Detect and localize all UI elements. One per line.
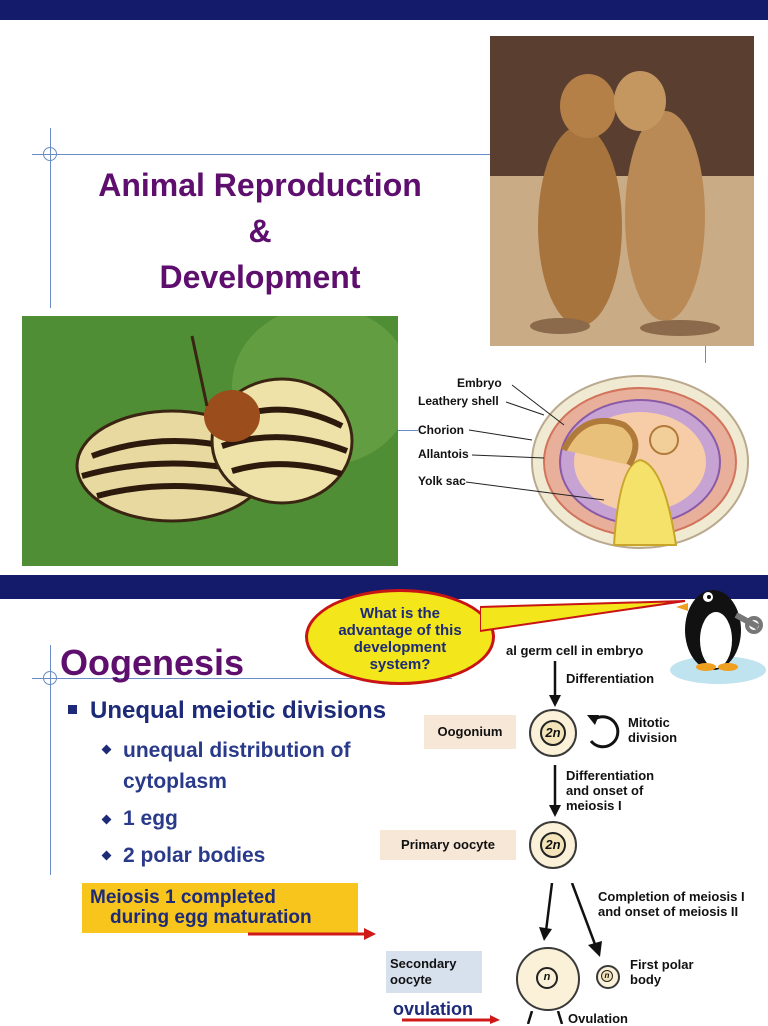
stage-primary-oocyte: Primary oocyte	[380, 830, 516, 860]
decor-horizontal-line	[32, 678, 452, 679]
flow-first-polar-body: First polar body	[630, 957, 694, 987]
circular-arrow-icon	[587, 715, 620, 749]
bullet-diamond-icon	[101, 814, 112, 825]
callout-tail	[480, 600, 686, 633]
title-line-2: &	[248, 213, 272, 249]
cell-nucleus: 2n	[540, 832, 566, 858]
down-arrow-icon	[549, 765, 561, 817]
ovulation-label: ovulation	[393, 999, 473, 1019]
bullet-diamond-icon	[101, 744, 112, 755]
label-embryo: Embryo	[457, 376, 502, 390]
sub-bullet-cytoplasm: unequal distribution of cytoplasm	[123, 739, 351, 793]
secondary-oocyte-cell: n	[516, 947, 580, 1011]
bullet-diamond-icon	[101, 850, 112, 861]
cell-nucleus: n	[601, 970, 613, 982]
decor-vertical-line	[50, 128, 51, 308]
diagonal-arrow-icon	[570, 883, 602, 957]
label-allantois: Allantois	[418, 447, 469, 461]
flow-top-text: al germ cell in embryo	[506, 643, 644, 658]
decor-horizontal-line-mid	[398, 430, 418, 431]
sub-bullet-one-egg: 1 egg	[123, 807, 178, 830]
sub-bullet-polar-bodies: 2 polar bodies	[123, 844, 266, 867]
flow-completion-meiosis: Completion of meiosis I and onset of mei…	[598, 889, 745, 919]
slide-2: Oogenesis Unequal meiotic divisions uneq…	[0, 575, 768, 1026]
down-arrow-icon	[539, 883, 554, 941]
flow-ovulation: Ovulation	[568, 1011, 628, 1026]
callout-text: What is the advantage of this developmen…	[338, 605, 462, 673]
speech-callout: What is the advantage of this developmen…	[305, 589, 495, 685]
slide-title: Oogenesis	[60, 642, 245, 683]
stage-secondary-oocyte: Secondary oocyte	[386, 951, 482, 993]
first-polar-body-cell: n	[596, 965, 620, 989]
slide-title: Animal Reproduction & Development	[40, 162, 480, 300]
oogonium-cell: 2n	[529, 709, 577, 757]
decor-vertical-line	[50, 645, 51, 875]
slide-1: Animal Reproduction & Development	[0, 0, 768, 566]
slide-header-rule	[0, 20, 768, 22]
red-arrow-icon	[248, 928, 376, 940]
cell-nucleus: n	[536, 967, 558, 989]
beetles-photo	[22, 316, 398, 566]
amniotic-egg-diagram: Embryo Leathery shell Chorion Allantois …	[414, 370, 754, 550]
flow-onset-meiosis: Differentiation and onset of meiosis I	[566, 768, 655, 813]
title-line-3: Development	[159, 259, 361, 295]
penguin-clipart-icon	[668, 575, 768, 690]
prairie-dogs-photo	[490, 36, 754, 346]
crosshair-icon	[43, 671, 57, 685]
bullet-unequal-divisions: Unequal meiotic divisions	[90, 697, 387, 724]
flow-differentiation: Differentiation	[566, 671, 655, 686]
slide-header-bar	[0, 0, 768, 20]
note-line-2: during egg maturation	[110, 907, 312, 928]
label-chorion: Chorion	[418, 423, 464, 437]
title-line-1: Animal Reproduction	[98, 167, 422, 203]
bullet-square-icon	[68, 705, 77, 714]
red-arrow-icon	[402, 1015, 500, 1024]
primary-oocyte-cell: 2n	[529, 821, 577, 869]
down-arrow-icon	[526, 1011, 564, 1024]
stage-oogonium: Oogonium	[424, 715, 516, 749]
label-leathery-shell: Leathery shell	[418, 394, 499, 408]
note-line-1: Meiosis 1 completed	[90, 887, 276, 908]
down-arrow-icon	[549, 661, 561, 707]
cell-nucleus: 2n	[540, 720, 566, 746]
decor-vertical-line-right	[705, 345, 706, 363]
decor-horizontal-line	[32, 154, 492, 155]
meiosis-note-box: Meiosis 1 completed during egg maturatio…	[82, 883, 358, 933]
crosshair-icon	[43, 147, 57, 161]
oogenesis-diagram: al germ cell in embryo Differentiation O…	[378, 635, 768, 1026]
flow-mitotic: Mitotic division	[628, 715, 678, 745]
label-yolk-sac: Yolk sac	[418, 474, 466, 488]
